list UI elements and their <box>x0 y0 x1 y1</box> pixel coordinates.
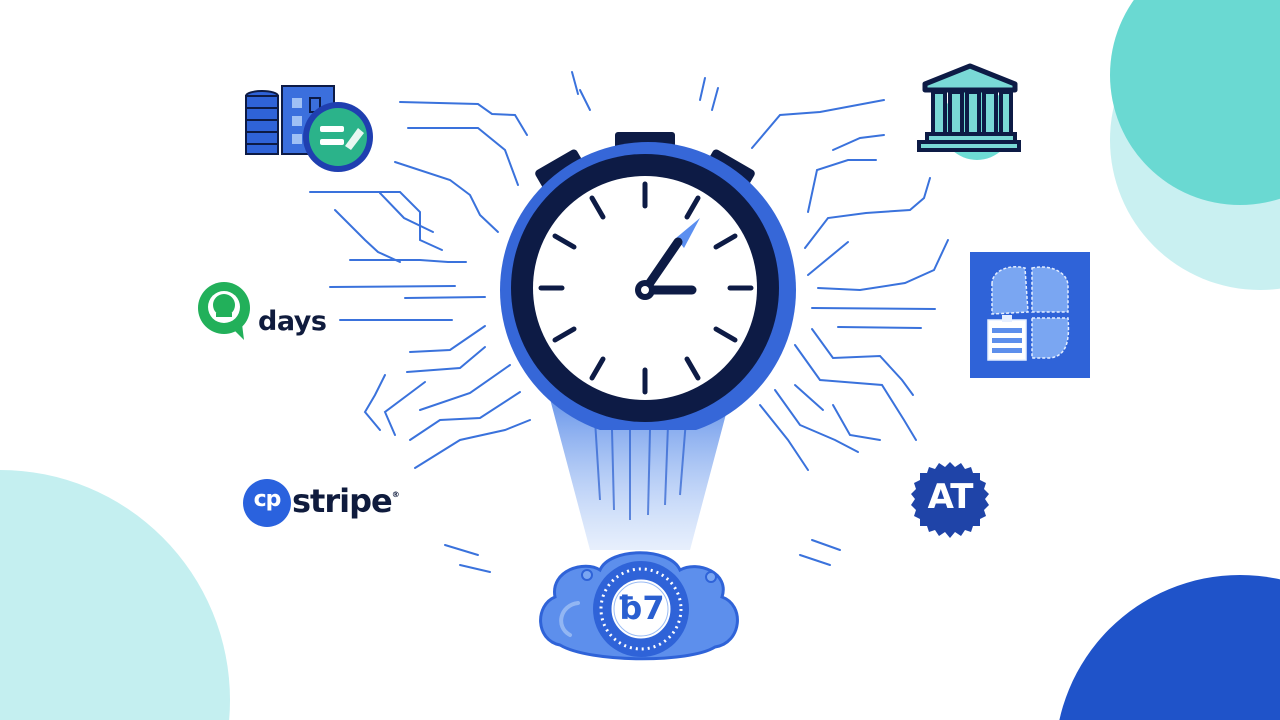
stripe-logo-text: stripe® <box>292 482 400 520</box>
seal-badge-icon <box>911 462 989 538</box>
coin-label: ƀ7 <box>619 589 665 627</box>
stopwatch-icon <box>500 132 796 430</box>
cp-badge-text: cp <box>253 487 282 512</box>
green-chat-bubble-icon <box>198 282 250 340</box>
days-logo-text: days <box>258 306 327 337</box>
bank-building-icon <box>917 63 1021 160</box>
cloud-coin-icon <box>539 551 739 661</box>
stripe-word: stripe <box>292 482 393 520</box>
blue-tiles-clipboard-icon <box>970 252 1090 378</box>
pale-teal-circle-bottom-left <box>0 470 230 720</box>
blue-circle-bottom-right <box>1059 575 1280 720</box>
database-document-edit-icon <box>245 85 373 172</box>
cp-circle-icon <box>243 479 291 527</box>
registered-mark: ® <box>391 490 400 499</box>
teal-circle-top-right <box>1110 0 1280 205</box>
at-seal-text: AT <box>927 477 974 517</box>
